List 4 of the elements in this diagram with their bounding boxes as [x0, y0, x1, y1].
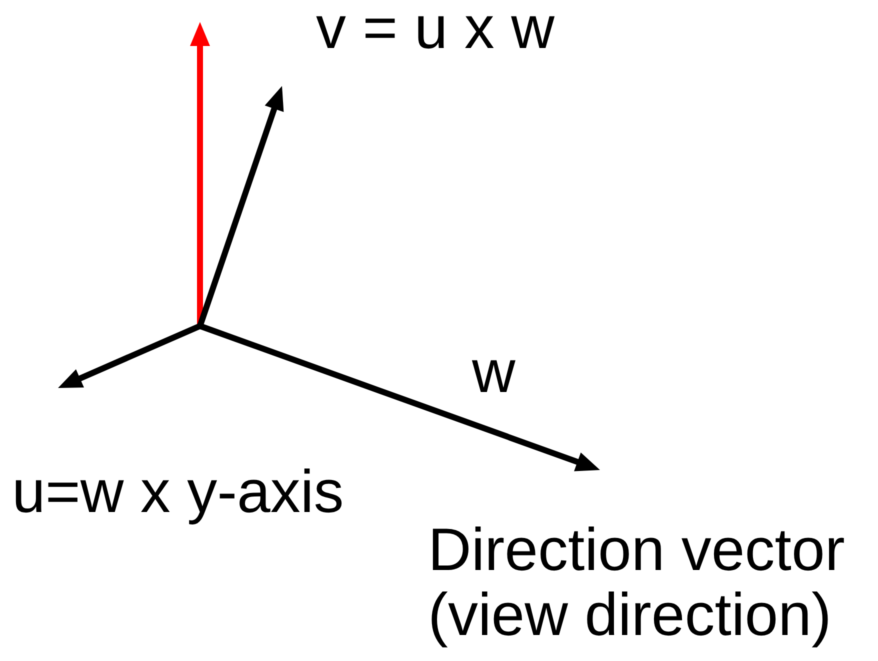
vector-label: Direction vector (view direction)	[428, 518, 846, 648]
vector-label: w	[472, 340, 516, 405]
vector-label: v = u x w	[316, 0, 554, 61]
vector-label: u=w x y-axis	[12, 460, 344, 525]
